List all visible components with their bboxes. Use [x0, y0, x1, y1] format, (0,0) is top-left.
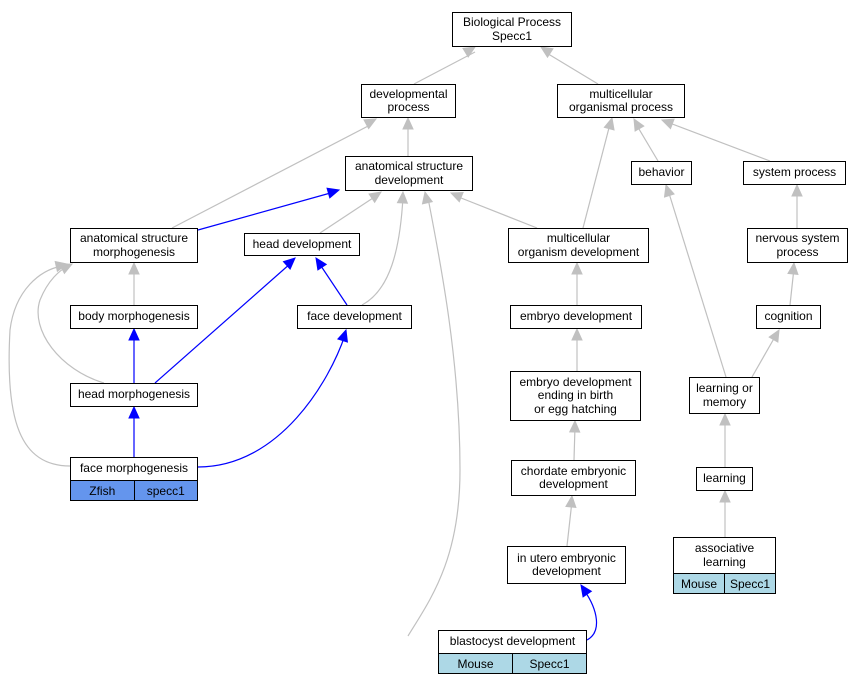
node-embryo-development[interactable]: embryo development [510, 305, 642, 329]
edge-multiorgdev-to-multiorg [582, 123, 611, 229]
edge-blastocyst-to-inutero [583, 589, 597, 641]
node-multicellular-organism-development[interactable]: multicellular organism development [508, 228, 649, 263]
edge-learnmem-to-behavior [667, 189, 727, 378]
tag-species-mouse: Mouse [439, 654, 512, 673]
arrowhead-multiorgdev-to-multiorg [603, 116, 615, 131]
arrowhead-anatmorph-to-dev [363, 118, 378, 130]
edge-inutero-to-chordate [566, 500, 573, 547]
arrowhead-headmorph-to-bodymorph [128, 327, 140, 341]
arrowhead-dev-to-bio [462, 46, 477, 58]
blastocyst-development-annotations: Mouse Specc1 [438, 653, 587, 674]
node-learning[interactable]: learning [696, 467, 753, 491]
arrowhead-facemorph-to-facedev [336, 328, 348, 343]
arrowhead-behavior-to-multiorg [633, 117, 645, 132]
node-system-process[interactable]: system process [743, 161, 846, 185]
arrowhead-learnmem-to-behavior [663, 183, 675, 198]
node-head-morphogenesis[interactable]: head morphogenesis [70, 383, 198, 407]
arrowhead-assoc-to-learning [719, 489, 731, 503]
node-head-development[interactable]: head development [244, 233, 360, 256]
node-anatomical-structure-development[interactable]: anatomical structure development [345, 156, 473, 191]
node-anatomical-structure-morphogenesis[interactable]: anatomical structure morphogenesis [70, 228, 198, 263]
arrowhead-multiorgdev-to-anatdev [449, 191, 464, 203]
edge-facedev-to-anatdev [361, 196, 404, 306]
arrowhead-bodymorph-to-anatmorph [128, 261, 140, 275]
edge-learnmem-to-cognition [751, 334, 777, 378]
node-body-morphogenesis[interactable]: body morphogenesis [70, 305, 198, 329]
tag-gene-specc1: Specc1 [512, 654, 586, 673]
node-face-development[interactable]: face development [297, 305, 412, 329]
node-chordate-embryonic-development[interactable]: chordate embryonic development [511, 460, 636, 496]
arrowhead-anatmorph-to-anatdev [326, 187, 341, 199]
node-face-morphogenesis[interactable]: face morphogenesis [70, 457, 198, 480]
tag-species-mouse: Mouse [674, 574, 724, 593]
edge-blastocyst-to-anatdev [407, 197, 461, 637]
node-cognition[interactable]: cognition [756, 305, 821, 329]
edge-facedev-to-headdev [318, 262, 348, 306]
edge-dev-to-bio [413, 51, 476, 85]
edge-facemorph-to-anatmorph [8, 265, 71, 467]
node-behavior[interactable]: behavior [631, 161, 692, 185]
arrowhead-learning-to-learnmem [719, 412, 731, 426]
arrowhead-facemorph-to-headmorph [128, 405, 140, 419]
node-learning-or-memory[interactable]: learning or memory [689, 377, 760, 414]
node-developmental-process[interactable]: developmental process [361, 84, 456, 118]
associative-learning-annotations: Mouse Specc1 [673, 573, 776, 594]
arrowhead-multiorg-to-bio [539, 46, 554, 59]
edge-multiorgdev-to-anatdev [455, 195, 538, 229]
arrowhead-blastocyst-to-anatdev [421, 190, 434, 205]
face-morphogenesis-annotations: Zfish specc1 [70, 480, 198, 501]
tag-species-zfish: Zfish [71, 481, 134, 500]
arrowhead-facedev-to-anatdev [396, 190, 409, 204]
edge-sysproc-to-multiorg [666, 121, 771, 162]
node-blastocyst-development[interactable]: blastocyst development [438, 630, 587, 653]
arrowhead-headmorph-to-headdev [282, 257, 296, 270]
node-biological-process[interactable]: Biological Process Specc1 [452, 12, 572, 47]
edge-headmorph-to-anatmorph [37, 265, 105, 384]
arrowhead-facedev-to-headdev [315, 256, 328, 271]
node-in-utero-embryonic-development[interactable]: in utero embryonic development [507, 546, 626, 584]
node-multicellular-organismal-process[interactable]: multicellular organismal process [557, 84, 685, 118]
arrowhead-sysproc-to-multiorg [660, 118, 675, 130]
arrowhead-embryobirth-to-embryodev [571, 327, 583, 341]
node-associative-learning[interactable]: associative learning [673, 537, 776, 573]
arrowhead-cognition-to-nervous [787, 261, 799, 275]
arrowhead-nervous-to-sysproc [791, 183, 803, 197]
arrowhead-inutero-to-chordate [565, 494, 577, 509]
arrowhead-blastocyst-to-inutero [580, 584, 593, 598]
edge-headdev-to-anatdev [319, 195, 377, 234]
arrowhead-headdev-to-anatdev [368, 191, 383, 204]
arrowhead-chordate-to-embryobirth [568, 419, 581, 433]
arrowhead-anatdev-to-dev [402, 116, 414, 130]
edge-anatmorph-to-anatdev [197, 191, 335, 231]
node-nervous-system-process[interactable]: nervous system process [747, 228, 848, 263]
edge-headmorph-to-headdev [154, 262, 292, 384]
edge-anatmorph-to-dev [171, 123, 373, 229]
edge-multiorg-to-bio [544, 51, 599, 85]
tag-gene-specc1: Specc1 [724, 574, 775, 593]
node-embryo-development-ending-in-birth[interactable]: embryo development ending in birth or eg… [510, 371, 641, 421]
edge-behavior-to-multiorg [635, 123, 659, 162]
arrowhead-learnmem-to-cognition [768, 328, 780, 343]
edge-facemorph-to-facedev [197, 334, 346, 468]
arrowhead-facemorph-to-anatmorph [54, 260, 69, 273]
arrowhead-embryodev-to-multiorgdev [571, 261, 583, 275]
tag-gene-specc1: specc1 [133, 481, 197, 500]
